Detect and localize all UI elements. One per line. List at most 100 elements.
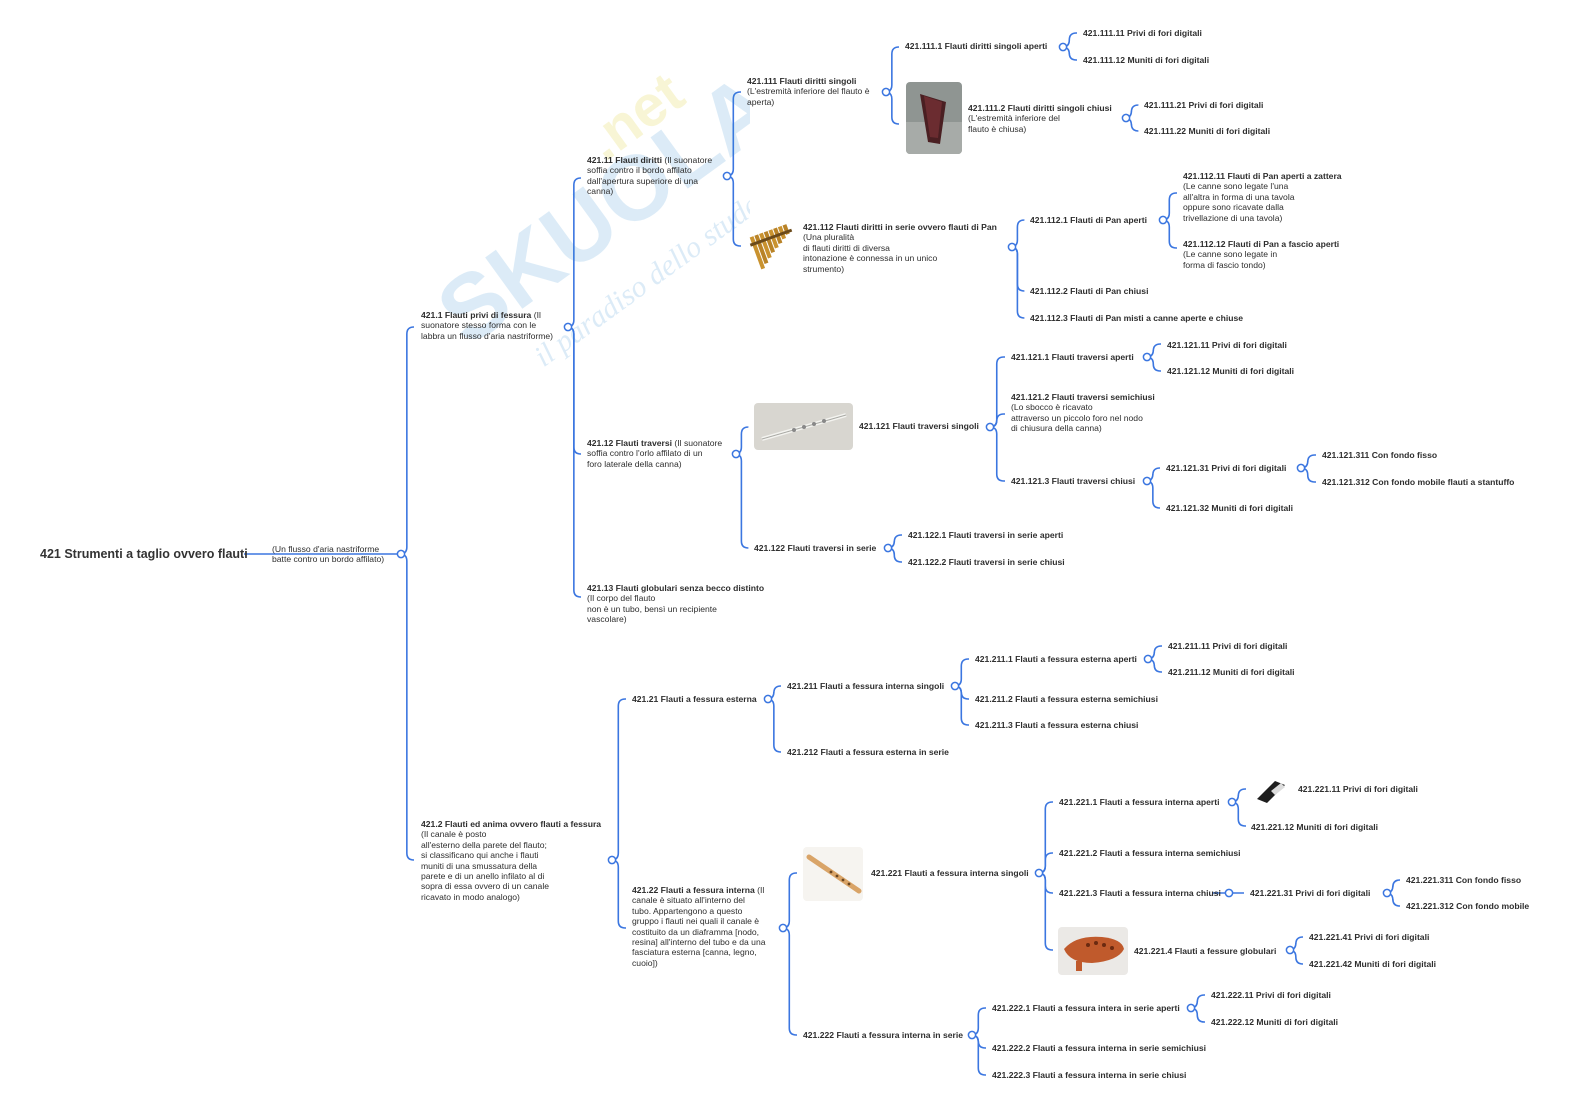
- topic-n421-211-3[interactable]: 421.211.3 Flauti a fessura esterna chius…: [975, 720, 1138, 730]
- collapse-toggle[interactable]: [1285, 945, 1295, 955]
- topic-n421-111-21[interactable]: 421.111.21 Privi di fori digitali: [1144, 100, 1263, 110]
- collapse-toggle[interactable]: [985, 422, 995, 432]
- topic-n421-222[interactable]: 421.222 Flauti a fessura interna in seri…: [803, 1030, 963, 1040]
- topic-n421-112-3[interactable]: 421.112.3 Flauti di Pan misti a canne ap…: [1030, 313, 1243, 323]
- topic-description: muniti di una smussatura della: [421, 860, 538, 871]
- topic-n421-2[interactable]: 421.2 Flauti ed anima ovvero flauti a fe…: [421, 819, 601, 902]
- topic-title: 421.121.1 Flauti traversi aperti: [1011, 352, 1134, 362]
- topic-title: 421.221.42 Muniti di fori digitali: [1309, 959, 1437, 969]
- collapse-toggle[interactable]: [731, 449, 741, 459]
- collapse-toggle[interactable]: [1142, 476, 1152, 486]
- topic-n421-221-31[interactable]: 421.221.31 Privi di fori digitali: [1250, 888, 1370, 898]
- collapse-toggle[interactable]: [763, 694, 773, 704]
- topic-n421-221-11[interactable]: 421.221.11 Privi di fori digitali: [1298, 784, 1418, 794]
- collapse-toggle[interactable]: [1224, 888, 1234, 898]
- collapse-toggle[interactable]: [1296, 463, 1306, 473]
- topic-n421-221-1[interactable]: 421.221.1 Flauti a fessura interna apert…: [1059, 797, 1220, 807]
- topic-n421-211-11[interactable]: 421.211.11 Privi di fori digitali: [1168, 641, 1287, 651]
- topic-n421-221-41[interactable]: 421.221.41 Privi di fori digitali: [1309, 932, 1429, 942]
- topic-title: 421.211.2 Flauti a fessura esterna semic…: [975, 694, 1158, 704]
- collapse-toggle[interactable]: [1058, 42, 1068, 52]
- collapse-toggle[interactable]: [1142, 352, 1152, 362]
- topic-n421-222-1[interactable]: 421.222.1 Flauti a fessura intera in ser…: [992, 1003, 1180, 1013]
- collapse-toggle[interactable]: [881, 87, 891, 97]
- topic-n421-222-2[interactable]: 421.222.2 Flauti a fessura interna in se…: [992, 1043, 1206, 1053]
- collapse-toggle[interactable]: [1186, 1003, 1196, 1013]
- topic-n421-121-2[interactable]: 421.121.2 Flauti traversi semichiusi(Lo …: [1011, 392, 1155, 434]
- topic-n421-121-31[interactable]: 421.121.31 Privi di fori digitali: [1166, 463, 1286, 473]
- topic-description: foro laterale della canna): [587, 458, 682, 469]
- topic-description: soffia contro il bordo affilato: [587, 165, 692, 176]
- topic-title: 421.1 Flauti privi di fessura: [421, 310, 532, 320]
- topic-n421-21[interactable]: 421.21 Flauti a fessura esterna: [632, 694, 757, 704]
- topic-n421-13[interactable]: 421.13 Flauti globulari senza becco dist…: [587, 583, 764, 625]
- root-topic[interactable]: 421 Strumenti a taglio ovvero flauti: [40, 547, 248, 562]
- topic-n421-221-12[interactable]: 421.221.12 Muniti di fori digitali: [1251, 822, 1378, 832]
- topic-description: intonazione è connessa in un unico: [803, 253, 938, 264]
- collapse-toggle[interactable]: [396, 549, 406, 559]
- topic-n421-222-11[interactable]: 421.222.11 Privi di fori digitali: [1211, 990, 1331, 1000]
- topic-n421-211-12[interactable]: 421.211.12 Muniti di fori digitali: [1168, 667, 1295, 677]
- collapse-toggle[interactable]: [1121, 113, 1131, 123]
- topic-n421-122-1[interactable]: 421.122.1 Flauti traversi in serie apert…: [908, 530, 1063, 540]
- collapse-toggle[interactable]: [563, 322, 573, 332]
- topic-n421-122-2[interactable]: 421.122.2 Flauti traversi in serie chius…: [908, 557, 1065, 567]
- topic-n421-111-1[interactable]: 421.111.1 Flauti diritti singoli aperti: [905, 41, 1047, 51]
- topic-n421-222-12[interactable]: 421.222.12 Muniti di fori digitali: [1211, 1017, 1338, 1027]
- collapse-toggle[interactable]: [722, 171, 732, 181]
- topic-n421-112-1[interactable]: 421.112.1 Flauti di Pan aperti: [1030, 215, 1147, 225]
- topic-n421-121-1[interactable]: 421.121.1 Flauti traversi aperti: [1011, 352, 1134, 362]
- topic-n421-111-22[interactable]: 421.111.22 Muniti di fori digitali: [1144, 126, 1270, 136]
- topic-n421-111[interactable]: 421.111 Flauti diritti singoli(L'estremi…: [747, 76, 870, 107]
- connector-line: [399, 326, 414, 555]
- topic-n421-221-2[interactable]: 421.221.2 Flauti a fessura interna semic…: [1059, 848, 1241, 858]
- topic-title: 421.212 Flauti a fessura esterna in seri…: [787, 747, 949, 757]
- collapse-toggle[interactable]: [1034, 868, 1044, 878]
- topic-n421-221-312[interactable]: 421.221.312 Con fondo mobile: [1406, 901, 1529, 911]
- topic-n421-111-2[interactable]: 421.111.2 Flauti diritti singoli chiusi(…: [968, 103, 1112, 134]
- topic-n421-111-12[interactable]: 421.111.12 Muniti di fori digitali: [1083, 55, 1209, 65]
- collapse-toggle[interactable]: [1143, 654, 1153, 664]
- collapse-toggle[interactable]: [950, 681, 960, 691]
- topic-description: (L'estremità inferiore del flauto è: [747, 86, 870, 97]
- topic-description: sopra di essa ovvero di un canale: [421, 881, 550, 892]
- topic-n421-221-3[interactable]: 421.221.3 Flauti a fessura interna chius…: [1059, 888, 1221, 898]
- collapse-toggle[interactable]: [967, 1030, 977, 1040]
- topic-n421-221-311[interactable]: 421.221.311 Con fondo fisso: [1406, 875, 1521, 885]
- topic-n421-221-42[interactable]: 421.221.42 Muniti di fori digitali: [1309, 959, 1436, 969]
- topic-n421-111-11[interactable]: 421.111.11 Privi di fori digitali: [1083, 28, 1202, 38]
- collapse-toggle[interactable]: [607, 855, 617, 865]
- topic-n421-112-11[interactable]: 421.112.11 Flauti di Pan aperti a zatter…: [1183, 171, 1342, 223]
- topic-n421-121-312[interactable]: 421.121.312 Con fondo mobile flauti a st…: [1322, 477, 1514, 487]
- topic-n421-212[interactable]: 421.212 Flauti a fessura esterna in seri…: [787, 747, 949, 757]
- collapse-toggle[interactable]: [778, 923, 788, 933]
- topic-n421-211-2[interactable]: 421.211.2 Flauti a fessura esterna semic…: [975, 694, 1158, 704]
- topic-n421-121-12[interactable]: 421.121.12 Muniti di fori digitali: [1167, 366, 1294, 376]
- topic-n421-221[interactable]: 421.221 Flauti a fessura interna singoli: [871, 868, 1029, 878]
- topic-n421-121-311[interactable]: 421.121.311 Con fondo fisso: [1322, 450, 1437, 460]
- collapse-toggle[interactable]: [1382, 888, 1392, 898]
- topic-n421-221-4[interactable]: 421.221.4 Flauti a fessure globulari: [1134, 946, 1276, 956]
- topic-n421-112[interactable]: 421.112 Flauti diritti in serie ovvero f…: [803, 222, 997, 274]
- topic-n421-222-3[interactable]: 421.222.3 Flauti a fessura interna in se…: [992, 1070, 1186, 1080]
- collapse-toggle[interactable]: [1007, 242, 1017, 252]
- collapse-toggle[interactable]: [883, 543, 893, 553]
- topic-n421-121-32[interactable]: 421.121.32 Muniti di fori digitali: [1166, 503, 1293, 513]
- topic-n421-112-12[interactable]: 421.112.12 Flauti di Pan a fascio aperti…: [1183, 239, 1339, 270]
- collapse-toggle[interactable]: [1227, 797, 1237, 807]
- topic-n421-121[interactable]: 421.121 Flauti traversi singoli: [859, 421, 979, 431]
- topic-n421-121-11[interactable]: 421.121.11 Privi di fori digitali: [1167, 340, 1287, 350]
- topic-title: 421.111.22 Muniti di fori digitali: [1144, 126, 1271, 136]
- topic-n421-112-2[interactable]: 421.112.2 Flauti di Pan chiusi: [1030, 286, 1148, 296]
- topic-title: 421.122.1 Flauti traversi in serie apert…: [908, 530, 1064, 540]
- topic-n421-211-1[interactable]: 421.211.1 Flauti a fessura esterna apert…: [975, 654, 1137, 664]
- topic-description: (Il suonatore: [661, 155, 713, 165]
- topic-n421-122[interactable]: 421.122 Flauti traversi in serie: [754, 543, 876, 553]
- topic-n421-121-3[interactable]: 421.121.3 Flauti traversi chiusi: [1011, 476, 1135, 486]
- collapse-toggle[interactable]: [1158, 215, 1168, 225]
- topic-n421-211[interactable]: 421.211 Flauti a fessura interna singoli: [787, 681, 944, 691]
